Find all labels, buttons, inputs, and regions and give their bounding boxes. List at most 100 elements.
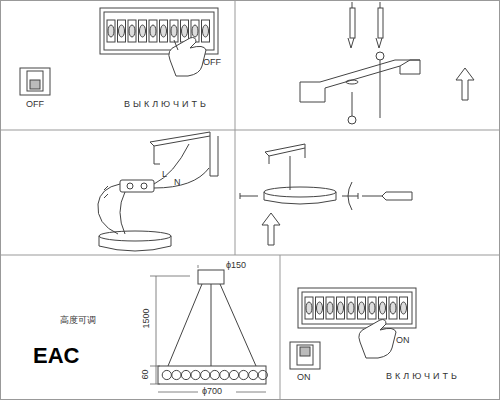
line-art: [127, 183, 133, 189]
line-art: [240, 193, 258, 199]
line-art: [300, 60, 420, 102]
label-text: ϕ700: [202, 387, 222, 396]
line-art: [181, 20, 189, 42]
line-art: [305, 297, 313, 319]
line-art: [249, 370, 258, 379]
line-art: [99, 231, 171, 241]
line-art: [236, 392, 266, 393]
mounting-bracket: [300, 60, 420, 102]
hand: [359, 320, 396, 359]
hand: [169, 38, 206, 77]
line-art: [378, 8, 383, 38]
line-art: [156, 366, 157, 384]
line-art: [229, 370, 238, 379]
line-art: [262, 213, 280, 245]
label-text: ВКЛЮЧИТЬ: [386, 372, 460, 381]
line-art: [104, 186, 108, 198]
line-art: [338, 302, 344, 314]
line-art: [169, 38, 206, 77]
line-art: [350, 8, 355, 38]
line-art: [160, 20, 168, 42]
line-art: [119, 25, 125, 37]
line-art: [174, 40, 178, 50]
label-text: 高度可调: [60, 316, 96, 325]
line-art: [150, 25, 156, 37]
line-art: [337, 297, 345, 319]
line-art: [456, 68, 474, 100]
line-art: [191, 370, 200, 379]
line-art: [0, 130, 500, 131]
line-art: [347, 297, 355, 319]
line-art: [380, 302, 386, 314]
line-art: [150, 132, 210, 146]
line-art: [376, 52, 384, 60]
line-art: [192, 25, 198, 37]
switch-on: [290, 342, 320, 369]
line-art: [120, 180, 154, 192]
label-text: N: [174, 178, 181, 187]
wall-anchors: [348, 2, 384, 124]
line-art: [149, 20, 157, 42]
line-art: [306, 302, 312, 314]
line-art: [376, 2, 382, 48]
line-art: [379, 297, 387, 319]
line-art: [161, 25, 167, 37]
line-art: [369, 302, 375, 314]
line-art: [389, 297, 397, 319]
line-art: [280, 255, 281, 400]
line-art: [297, 345, 313, 365]
line-art: [348, 116, 356, 124]
line-art: [107, 20, 115, 42]
line-art: [290, 156, 291, 190]
line-art: [171, 25, 177, 37]
label-text: EAC: [33, 345, 79, 367]
line-art: [359, 320, 396, 359]
line-art: [150, 366, 160, 367]
line-art: [99, 236, 171, 251]
label-text: OFF: [203, 58, 221, 67]
line-art: [258, 370, 267, 379]
line-art: [104, 12, 214, 50]
line-art: [210, 370, 219, 379]
line-art: [368, 297, 376, 319]
line-art: [129, 25, 135, 37]
line-art: [348, 182, 352, 210]
line-art: [162, 370, 171, 379]
line-art: [154, 144, 209, 188]
line-art: [128, 20, 136, 42]
line-art: [172, 370, 181, 379]
line-art: [235, 0, 236, 255]
line-art: [316, 297, 324, 319]
label-text: 1500: [142, 308, 151, 328]
line-art: [30, 80, 40, 89]
line-art: [201, 370, 210, 379]
line-art: [170, 20, 178, 42]
line-art: [162, 370, 267, 379]
label-text: ON: [396, 336, 410, 345]
line-art: [118, 20, 126, 42]
line-art: [305, 297, 408, 319]
line-art: [108, 25, 114, 37]
label-text: L: [162, 170, 167, 179]
line-art: [400, 60, 420, 66]
line-art: [168, 284, 202, 366]
line-art: [220, 370, 229, 379]
line-art: [327, 302, 333, 314]
line-art: [182, 25, 188, 37]
line-art: [317, 302, 323, 314]
line-art: [300, 347, 310, 356]
line-art: [220, 284, 256, 366]
line-art: [239, 370, 248, 379]
label-text: ON: [297, 373, 311, 382]
line-art: [158, 392, 198, 393]
line-art: [380, 60, 381, 118]
line-art: [181, 370, 190, 379]
line-art: [156, 276, 157, 366]
up-arrow: [456, 68, 474, 100]
line-art: [348, 2, 354, 48]
line-art: [98, 184, 125, 234]
line-art: [362, 192, 412, 200]
